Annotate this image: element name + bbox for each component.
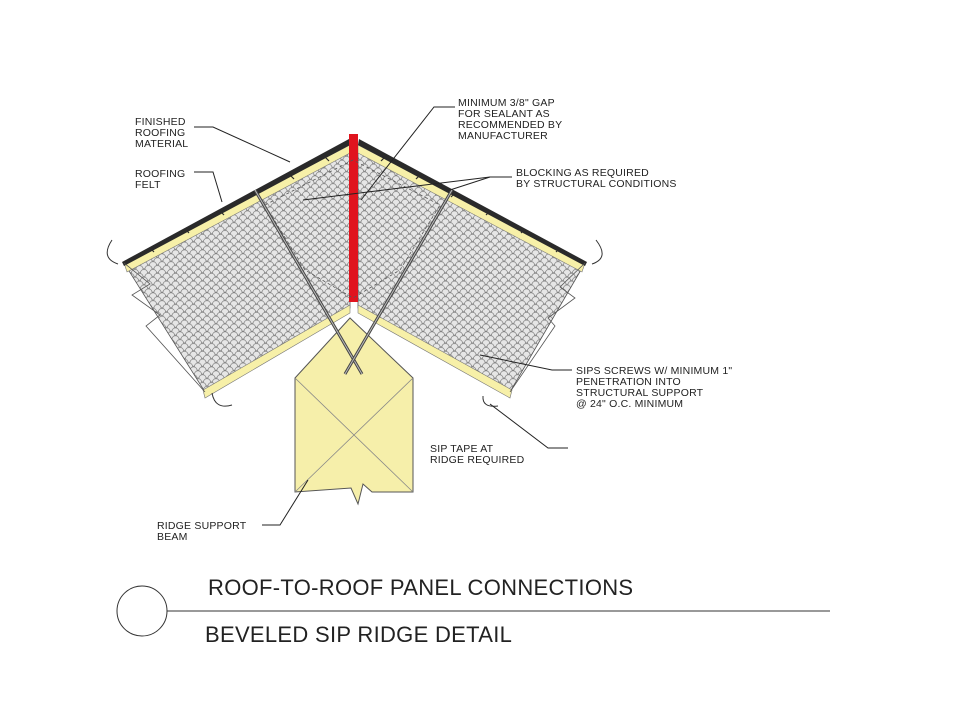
callout-finished-roofing-material: FINISHED ROOFING MATERIAL bbox=[135, 116, 189, 150]
blocking-outline bbox=[264, 159, 441, 299]
sealant-gap bbox=[349, 134, 358, 302]
left-bottom-osb-skin bbox=[202, 304, 351, 399]
left-sip-panel bbox=[122, 139, 351, 399]
detail-subtitle: BEVELED SIP RIDGE DETAIL bbox=[205, 622, 512, 647]
right-break-line bbox=[509, 262, 586, 393]
detail-title: ROOF-TO-ROOF PANEL CONNECTIONS bbox=[208, 575, 633, 600]
left-break-line bbox=[123, 262, 206, 393]
callout-blocking: BLOCKING AS REQUIRED BY STRUCTURAL CONDI… bbox=[516, 167, 677, 190]
right-sip-panel bbox=[357, 139, 587, 399]
title-block: ROOF-TO-ROOF PANEL CONNECTIONS BEVELED S… bbox=[116, 575, 830, 647]
right-roofing-material bbox=[358, 139, 587, 266]
callout-sip-tape: SIP TAPE AT RIDGE REQUIRED bbox=[430, 443, 525, 466]
left-roofing-material bbox=[122, 139, 350, 266]
callout-sips-screws: SIPS SCREWS W/ MINIMUM 1" PENETRATION IN… bbox=[576, 365, 735, 410]
leader-lines bbox=[194, 106, 572, 526]
right-bottom-osb-skin bbox=[357, 304, 513, 399]
detail-number-circle bbox=[116, 585, 168, 637]
sips-screws bbox=[253, 189, 454, 375]
callout-ridge-support-beam: RIDGE SUPPORT BEAM bbox=[157, 520, 249, 543]
ridge-support-beam bbox=[294, 317, 414, 506]
callout-roofing-felt: ROOFING FELT bbox=[135, 168, 189, 191]
sip-tape-curls bbox=[106, 239, 603, 407]
callout-minimum-gap-sealant: MINIMUM 3/8" GAP FOR SEALANT AS RECOMMEN… bbox=[458, 97, 565, 142]
